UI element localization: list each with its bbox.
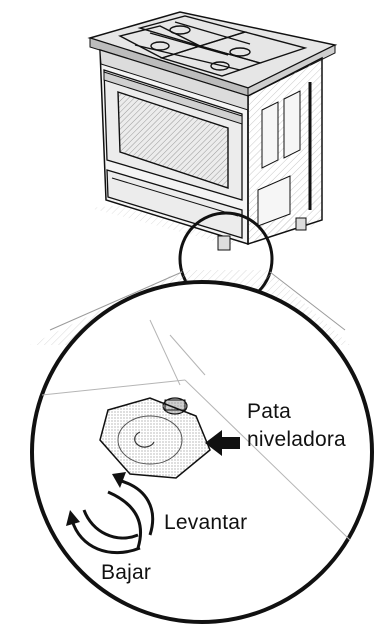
lower-label: Bajar — [101, 561, 151, 585]
raise-label: Levantar — [164, 511, 247, 535]
detail-view — [32, 282, 372, 622]
leveling-leg-label-line2: niveladora — [247, 428, 346, 452]
front-leg — [218, 236, 230, 250]
leveling-leg-label-line1: Pata — [247, 400, 291, 424]
